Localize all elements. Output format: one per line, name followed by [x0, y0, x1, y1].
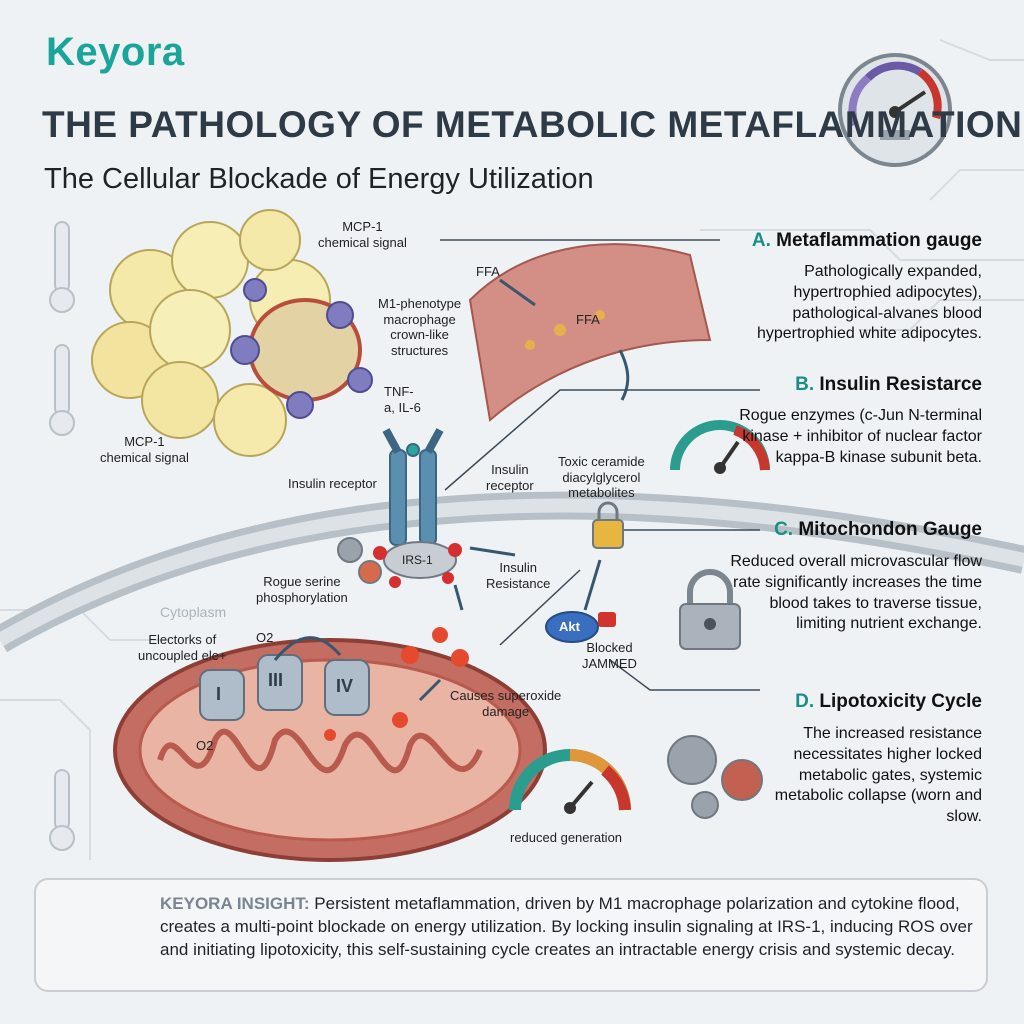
pathway-arrows [273, 278, 630, 702]
panel-c-body: Reduced overall microvascular flow rate … [730, 553, 982, 633]
insight-text: KEYORA INSIGHT: Persistent metaflammatio… [160, 892, 975, 961]
panel-b-letter: B. [795, 374, 815, 395]
akt-label: Akt [559, 619, 580, 634]
generation-gauge-icon [509, 749, 631, 814]
etc-complex-icon [199, 654, 370, 721]
electrons-label: Electorks of uncoupled ele+ [138, 632, 227, 663]
muscle-tissue [468, 243, 712, 422]
macrophage-label: M1-phenotype macrophage crown-like struc… [378, 296, 462, 358]
macrophage-icon [230, 278, 373, 419]
page-title: THE PATHOLOGY OF METABOLIC METAFLAMMATIO… [42, 104, 1023, 145]
gear-icon [337, 537, 763, 819]
panel-a-heading: Metaflammation gauge [776, 230, 982, 251]
panel-a-title: A. Metaflammation gauge [752, 230, 982, 252]
irs1-complex [373, 541, 462, 588]
blocked-label: Blocked JAMMED [582, 640, 637, 671]
serine-phosphorylation-label: Rogue serine phosphorylation [256, 574, 348, 605]
panel-d-letter: D. [795, 691, 815, 712]
metaflammation-gauge-icon [838, 53, 952, 167]
padlock-icon [679, 569, 741, 650]
page-subtitle: The Cellular Blockade of Energy Utilizat… [44, 163, 594, 195]
panel-c-heading: Mitochondon Gauge [798, 519, 982, 540]
panel-d-body: The increased resistance necessitates hi… [774, 725, 982, 826]
panel-b-body: Rogue enzymes (c-Jun N-terminal kinase +… [739, 407, 982, 466]
panel-d-heading: Lipotoxicity Cycle [819, 691, 982, 712]
insulin-gauge-icon [670, 420, 770, 474]
panel-a-body: Pathologically expanded, hypertrophied a… [756, 263, 982, 343]
insight-box [34, 878, 988, 992]
insight-label: KEYORA INSIGHT: [160, 894, 310, 913]
insulin-resistance-label: Insulin Resistance [486, 560, 551, 591]
panel-b-heading: Insulin Resistarce [819, 374, 982, 395]
cytoplasm-label: Cytoplasm [160, 604, 227, 620]
panel-c-letter: C. [774, 519, 794, 540]
irs1-label: IRS-1 [402, 553, 433, 567]
mcp1-top-label: MCP-1 chemical signal [318, 219, 407, 250]
adipocyte-cluster [91, 209, 362, 457]
superoxide-label: Causes superoxide damage [450, 688, 562, 719]
insulin-receptor-icon [382, 428, 444, 546]
complex-iv-label: IV [336, 676, 354, 696]
reduced-generation-label: reduced generation [510, 830, 623, 845]
panel-d-title: D. Lipotoxicity Cycle [795, 691, 982, 713]
complex-iii-label: III [268, 670, 284, 690]
panel-c-title: C. Mitochondon Gauge [774, 519, 982, 541]
complex-i-label: I [216, 684, 222, 704]
membrane-lock-icon [592, 501, 624, 549]
mcp1-bottom-label: MCP-1 chemical signal [100, 434, 189, 465]
ffa-label-2: FFA [576, 312, 600, 327]
o2-bottom-label: O2 [196, 738, 214, 753]
leader-lines [440, 239, 760, 691]
o2-top-label: O2 [256, 630, 274, 645]
thermometer-icon [49, 221, 75, 851]
ceramide-label: Toxic ceramide diacylglycerol metabolite… [558, 454, 645, 501]
panel-b-title: B. Insulin Resistarce [795, 374, 982, 396]
brand-logo: Keyora [46, 30, 185, 74]
akt-icon [545, 611, 616, 643]
tnf-label: TNF- a, IL-6 [384, 384, 421, 415]
ffa-label-1: FFA [476, 264, 500, 279]
panel-a-letter: A. [751, 230, 771, 251]
insulin-receptor-label-right: Insulin receptor [486, 462, 534, 493]
cell-membrane [0, 491, 1024, 653]
insight-body: Persistent metaflammation, driven by M1 … [160, 894, 973, 960]
insulin-receptor-label-left: Insulin receptor [288, 476, 377, 491]
ros-particles [324, 627, 469, 741]
